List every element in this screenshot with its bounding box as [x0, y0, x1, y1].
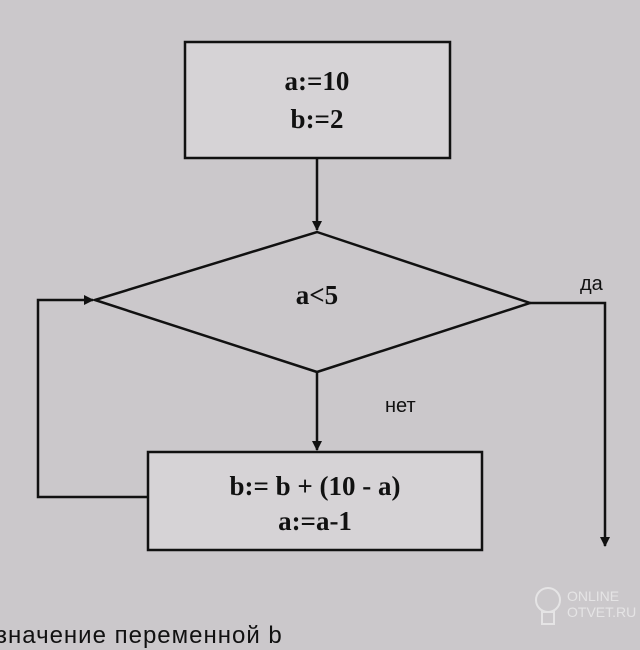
caption: значение переменной b [0, 622, 283, 649]
lightbulb-icon [535, 587, 561, 625]
watermark-line2: OTVET.RU [567, 604, 637, 620]
init-line1: a:=10 [285, 66, 350, 96]
no-label: нет [385, 395, 416, 417]
watermark-line1: ONLINE [567, 588, 620, 604]
init-line2: b:=2 [291, 104, 344, 134]
watermark: ONLINE OTVET.RU [545, 588, 636, 620]
loop-line2: a:=a-1 [278, 506, 352, 536]
init-block [183, 40, 452, 160]
loop-block [146, 450, 484, 552]
condition-text: a<5 [296, 280, 338, 310]
yes-label: да [580, 273, 604, 295]
arrow-loop-back [36, 295, 148, 499]
loop-line1: b:= b + (10 - a) [229, 471, 400, 501]
arrow-yes-branch [530, 301, 610, 547]
